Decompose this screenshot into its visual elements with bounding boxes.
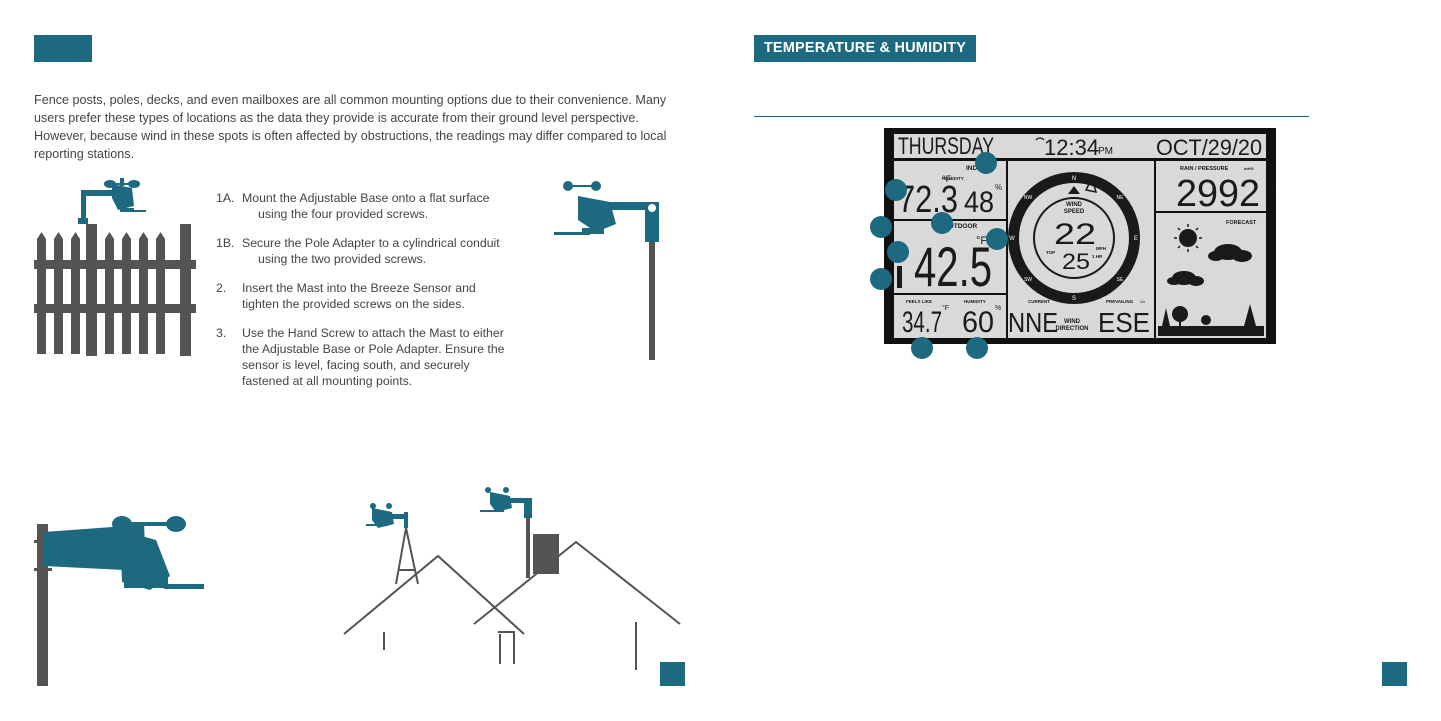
prevailing-label: PREVAILING [1106, 299, 1134, 304]
date-readout: OCT/29/20 [1156, 135, 1262, 160]
compass-sw: SW [1024, 277, 1032, 283]
wind-speed-label-1: WIND [1066, 202, 1083, 208]
pressure-readout: 2992 [1176, 173, 1260, 215]
section-header-bar [34, 35, 92, 62]
wind-unit: MPH [1096, 246, 1106, 251]
indoor-temp-unit: °F [942, 174, 952, 184]
outdoor-temperature: 42.5 [914, 235, 992, 298]
compass-n: N [1072, 176, 1076, 182]
battery-indicator [897, 266, 902, 288]
outdoor-temp-unit: °F [976, 235, 987, 247]
title-rule [754, 116, 1309, 117]
wind-speed-label-2: SPEED [1064, 209, 1085, 215]
signal-icon [1035, 137, 1045, 141]
day-readout: THURSDAY [898, 133, 994, 160]
indoor-label: INDOOR [966, 165, 992, 172]
indoor-humidity: 48 [964, 186, 994, 219]
page-number-box-right [1382, 662, 1407, 686]
outdoor-humidity-readout: 60 [962, 306, 994, 339]
step-3: 3. Use the Hand Screw to attach the Mast… [216, 326, 505, 388]
indoor-temperature: 72.3 [898, 179, 958, 221]
top-speed-readout: 25 [1062, 249, 1090, 274]
rooftop-mount-illustration [343, 487, 681, 670]
feels-like-readout: 34.7 [902, 306, 942, 339]
wind-speed-readout: 22 [1054, 218, 1096, 251]
top-label: TOP [1046, 250, 1055, 255]
page-number-box-left [660, 662, 685, 686]
pole-adapter-illustration [554, 181, 659, 360]
indoor-percent: % [995, 183, 1002, 192]
weather-station-display: THURSDAY 12:34 PM OCT/29/20 INDOOR HUMID… [884, 128, 1276, 344]
indoor-humidity-label: HUMIDITY [942, 176, 964, 181]
outdoor-percent: % [995, 305, 1001, 312]
prevailing-direction: ESE [1098, 307, 1150, 338]
compass-nw: NW [1024, 195, 1033, 201]
feels-like-label: FEELS LIKE [906, 299, 932, 304]
step-2: 2. Insert the Mast into the Breeze Senso… [216, 281, 476, 311]
cloud-icon [1167, 244, 1252, 286]
time-readout: 12:34 [1044, 135, 1099, 160]
hr-label: 1 HR [1092, 254, 1103, 259]
intro-paragraph: Fence posts, poles, decks, and even mail… [34, 93, 667, 161]
forecast-label: FORECAST [1226, 220, 1257, 226]
wind-direction-label-2: DIRECTION [1056, 326, 1089, 332]
compass-se: SE [1117, 277, 1124, 283]
step-1b: 1B. Secure the Pole Adapter to a cylindr… [216, 236, 500, 266]
outdoor-humidity-label: HUMIDITY [964, 299, 986, 304]
current-direction: NNE [1008, 307, 1058, 338]
prevailing-time: 1hr [1140, 300, 1146, 304]
sun-icon [1174, 224, 1202, 252]
landscape-icon [1158, 304, 1264, 336]
compass-s: S [1072, 296, 1076, 302]
compass-e: E [1134, 236, 1138, 242]
feels-like-unit: °F [942, 304, 949, 312]
mounting-steps: 1A. Mount the Adjustable Base onto a fla… [216, 190, 546, 402]
time-suffix: PM [1098, 146, 1113, 157]
compass-w: W [1009, 236, 1015, 242]
compass-ne: NE [1117, 195, 1125, 201]
pressure-label: RAIN / PRESSURE [1180, 166, 1229, 172]
pressure-unit: inHG [1244, 166, 1254, 171]
step-1a: 1A. Mount the Adjustable Base onto a fla… [216, 191, 490, 221]
current-label: CURRENT [1028, 299, 1050, 304]
fence-mount-illustration [34, 178, 196, 356]
wind-direction-pointer [1084, 175, 1098, 193]
section-title: TEMPERATURE & HUMIDITY [754, 35, 976, 62]
side-pole-mount-illustration [34, 516, 204, 686]
wind-direction-label-1: WIND [1064, 319, 1081, 325]
outdoor-label: OUTDOOR [944, 223, 978, 230]
